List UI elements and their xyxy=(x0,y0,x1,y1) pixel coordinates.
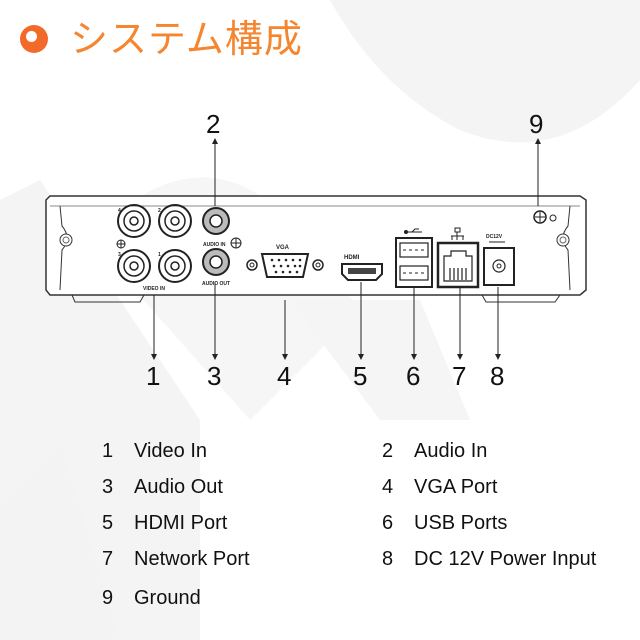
callout-number-3: 3 xyxy=(207,361,221,391)
legend-number: 7 xyxy=(102,548,114,570)
callout-number-9: 9 xyxy=(529,109,543,139)
vga-label: VGA xyxy=(276,245,290,251)
legend-number: 1 xyxy=(102,440,114,462)
network-port xyxy=(436,241,480,289)
legend-item: 3 Audio Out xyxy=(102,476,223,499)
watermark-shape-diagonal xyxy=(290,300,470,420)
usb-ports xyxy=(395,237,433,288)
callout-number-2: 2 xyxy=(206,109,220,139)
callout-number-5: 5 xyxy=(353,361,367,391)
ground-symbol-icon xyxy=(230,237,242,249)
legend-number: 9 xyxy=(102,587,114,609)
video-in-connectors xyxy=(116,204,192,283)
circle-bullet-icon xyxy=(20,25,48,53)
device-diagram: 4 2 3 1 VIDEO IN AUDIO IN AUDIO OUT VGA … xyxy=(45,109,587,391)
dc-label: DC12V xyxy=(486,234,503,240)
legend-number: 5 xyxy=(102,512,114,534)
bnc-connector-1 xyxy=(158,249,192,283)
legend-label: HDMI Port xyxy=(134,512,228,534)
legend-label: USB Ports xyxy=(414,512,508,534)
dc-power-jack xyxy=(483,241,515,286)
legend-label: Video In xyxy=(134,440,208,462)
section-header: システム構成 xyxy=(20,14,303,64)
legend-item: 4 VGA Port xyxy=(382,476,497,499)
legend-number: 3 xyxy=(102,476,114,498)
legend-item: 2 Audio In xyxy=(382,440,487,463)
audio-in-label: AUDIO IN xyxy=(203,242,226,248)
legend-number: 8 xyxy=(382,548,394,570)
legend-label: Audio In xyxy=(414,440,488,462)
callout-number-4: 4 xyxy=(277,361,291,391)
callout-number-8: 8 xyxy=(490,361,504,391)
bnc-connector-2 xyxy=(158,204,192,238)
legend-label: Audio Out xyxy=(134,476,223,498)
bnc-connector-3 xyxy=(117,249,151,283)
legend-item: 1 Video In xyxy=(102,440,207,463)
watermark-shape-right-arc xyxy=(330,0,640,143)
legend-item: 8 DC 12V Power Input xyxy=(382,548,596,571)
bnc-label-1: 1 xyxy=(158,252,161,258)
vga-port xyxy=(246,253,324,278)
video-in-label: VIDEO IN xyxy=(143,286,165,292)
mounting-screw-left xyxy=(59,233,73,247)
usb-icon xyxy=(404,228,422,234)
hdmi-port xyxy=(341,263,383,281)
bnc-label-2: 2 xyxy=(158,208,161,214)
audio-in-connector xyxy=(202,207,230,235)
audio-out-connector xyxy=(202,248,230,276)
audio-out-label: AUDIO OUT xyxy=(202,281,230,287)
legend-label: DC 12V Power Input xyxy=(414,548,597,570)
bnc-label-3: 3 xyxy=(118,252,121,258)
hdmi-label: HDMI xyxy=(344,255,360,261)
callout-number-7: 7 xyxy=(452,361,466,391)
callout-number-1: 1 xyxy=(146,361,160,391)
legend-item: 6 USB Ports xyxy=(382,512,507,535)
bnc-label-4: 4 xyxy=(118,208,121,214)
watermark-shape-bottom xyxy=(0,440,120,640)
ground-terminal xyxy=(533,210,557,224)
legend-number: 6 xyxy=(382,512,394,534)
callout-arrows xyxy=(151,138,541,360)
legend-number: 4 xyxy=(382,476,394,498)
legend-item: 7 Network Port xyxy=(102,548,250,571)
network-icon xyxy=(451,227,464,240)
callout-number-6: 6 xyxy=(406,361,420,391)
legend-number: 2 xyxy=(382,440,394,462)
legend-label: Network Port xyxy=(134,548,250,570)
bnc-connector-4 xyxy=(117,204,151,238)
ground-symbol-icon xyxy=(116,239,126,249)
legend-label: VGA Port xyxy=(414,476,498,498)
section-title: システム構成 xyxy=(70,17,303,61)
legend-label: Ground xyxy=(134,587,201,609)
legend-item: 5 HDMI Port xyxy=(102,512,227,535)
legend-item: 9 Ground xyxy=(102,587,201,610)
mounting-screw-right xyxy=(556,233,570,247)
